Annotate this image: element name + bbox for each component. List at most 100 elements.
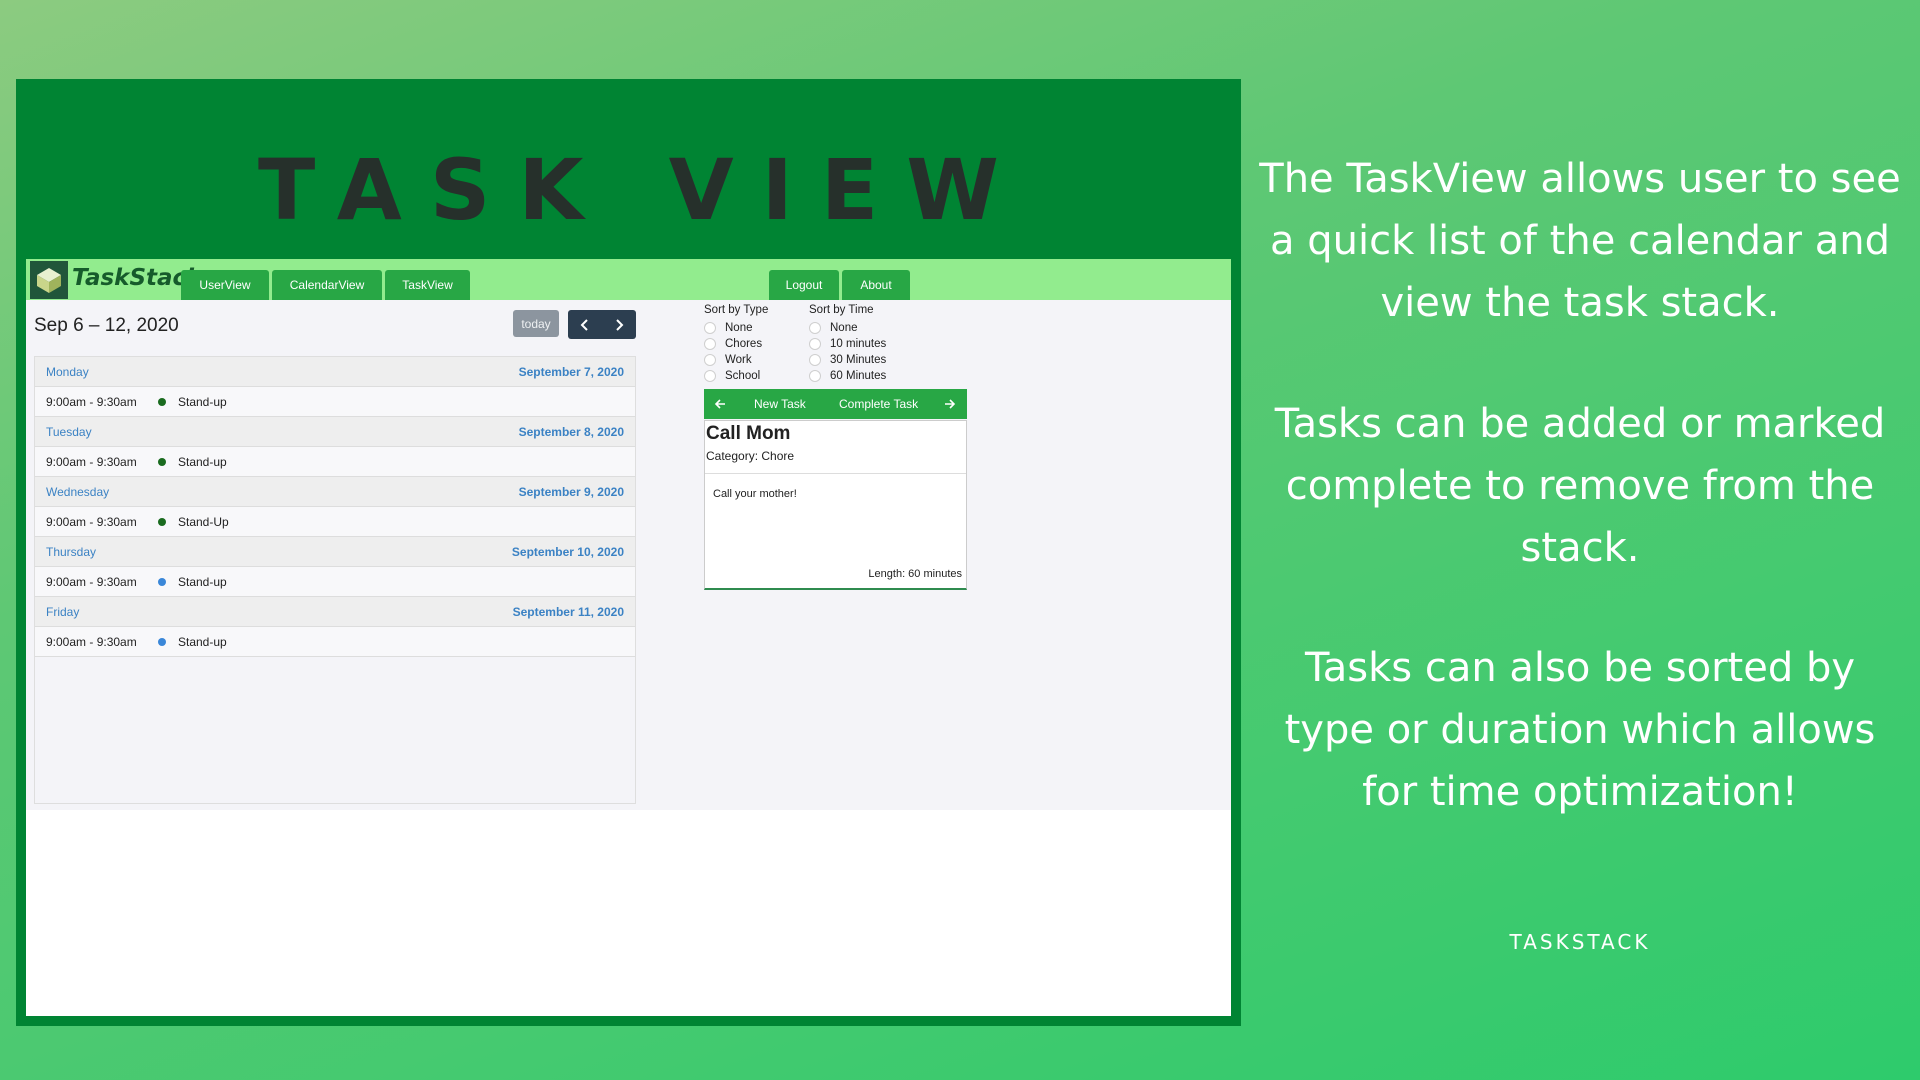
page-title: TASK VIEW: [258, 141, 1027, 239]
radio-label: None: [830, 322, 858, 334]
description-paragraph-2: Tasks can be added or marked complete to…: [1240, 393, 1920, 579]
event-title: Stand-up: [178, 634, 227, 649]
sort-type-option-work[interactable]: Work: [704, 352, 768, 368]
app-content: Sep 6 – 12, 2020 today Monday September …: [26, 300, 1231, 810]
task-controls-bar: New Task Complete Task: [704, 389, 967, 419]
day-name[interactable]: Friday: [46, 604, 80, 619]
text-line: stack.: [1520, 525, 1640, 571]
event-title: Stand-Up: [178, 514, 229, 529]
text-line: complete to remove from the: [1285, 463, 1875, 509]
event-row[interactable]: 9:00am - 9:30am Stand-up: [35, 627, 635, 657]
radio-button[interactable]: [704, 354, 716, 366]
sort-time-option-60[interactable]: 60 Minutes: [809, 368, 886, 384]
tab-taskview[interactable]: TaskView: [385, 270, 470, 300]
radio-label: Work: [725, 354, 752, 366]
arrow-left-icon[interactable]: [714, 389, 726, 419]
event-time: 9:00am - 9:30am: [46, 634, 137, 649]
event-time: 9:00am - 9:30am: [46, 514, 137, 529]
event-title: Stand-up: [178, 454, 227, 469]
sort-by-type-label: Sort by Type: [704, 304, 769, 316]
task-description: Call your mother!: [713, 488, 797, 500]
sort-type-option-chores[interactable]: Chores: [704, 336, 768, 352]
day-header[interactable]: Wednesday September 9, 2020: [35, 477, 635, 507]
event-title: Stand-up: [178, 574, 227, 589]
radio-label: School: [725, 370, 761, 382]
event-time: 9:00am - 9:30am: [46, 454, 137, 469]
day-name[interactable]: Thursday: [46, 544, 97, 559]
task-category: Category: Chore: [706, 449, 795, 463]
day-date[interactable]: September 8, 2020: [518, 424, 624, 439]
sort-type-option-school[interactable]: School: [704, 368, 768, 384]
about-button[interactable]: About: [842, 270, 910, 300]
calendar-list: Monday September 7, 2020 9:00am - 9:30am…: [34, 356, 636, 804]
tab-calendarview[interactable]: CalendarView: [272, 270, 382, 300]
app-brand: TaskStack: [72, 265, 202, 291]
day-header[interactable]: Friday September 11, 2020: [35, 597, 635, 627]
event-dot-icon: [158, 397, 166, 406]
day-name[interactable]: Monday: [46, 364, 89, 379]
description-paragraph-3: Tasks can also be sorted by type or dura…: [1240, 637, 1920, 823]
chevron-right-icon[interactable]: [602, 310, 636, 339]
day-date[interactable]: September 7, 2020: [518, 364, 624, 379]
day-name[interactable]: Wednesday: [46, 484, 110, 499]
task-card: Call Mom Category: Chore Call your mothe…: [704, 420, 967, 590]
event-row[interactable]: 9:00am - 9:30am Stand-Up: [35, 507, 635, 537]
event-row[interactable]: 9:00am - 9:30am Stand-up: [35, 447, 635, 477]
radio-button[interactable]: [704, 338, 716, 350]
day-date[interactable]: September 11, 2020: [512, 604, 624, 619]
text-line: type or duration which allows: [1284, 707, 1876, 753]
sort-by-time-label: Sort by Time: [809, 304, 874, 316]
radio-label: 10 minutes: [830, 338, 887, 350]
screenshot-frame: TASK VIEW TaskStack UserView CalendarVie…: [16, 79, 1241, 1026]
logo-icon: [30, 261, 68, 299]
sort-time-option-10[interactable]: 10 minutes: [809, 336, 886, 352]
radio-button[interactable]: [704, 370, 716, 382]
chevron-left-icon[interactable]: [568, 310, 602, 339]
radio-button[interactable]: [809, 322, 821, 334]
radio-button[interactable]: [809, 370, 821, 382]
app-window: TaskStack UserView CalendarView TaskView…: [26, 259, 1231, 1016]
radio-button[interactable]: [809, 338, 821, 350]
radio-button[interactable]: [809, 354, 821, 366]
radio-label: None: [725, 322, 753, 334]
event-time: 9:00am - 9:30am: [46, 394, 137, 409]
day-header[interactable]: Tuesday September 8, 2020: [35, 417, 635, 447]
new-task-button[interactable]: New Task: [754, 397, 806, 411]
event-dot-icon: [158, 577, 166, 586]
radio-label: Chores: [725, 338, 763, 350]
sort-type-option-none[interactable]: None: [704, 320, 768, 336]
sort-time-option-30[interactable]: 30 Minutes: [809, 352, 886, 368]
today-button[interactable]: today: [513, 310, 559, 337]
day-header[interactable]: Monday September 7, 2020: [35, 357, 635, 387]
day-date[interactable]: September 10, 2020: [511, 544, 624, 559]
logout-button[interactable]: Logout: [769, 270, 839, 300]
event-dot-icon: [158, 517, 166, 526]
app-navbar: TaskStack UserView CalendarView TaskView…: [26, 259, 1231, 300]
complete-task-button[interactable]: Complete Task: [839, 397, 919, 411]
text-line: Tasks can be added or marked: [1274, 401, 1886, 447]
radio-label: 60 Minutes: [830, 370, 887, 382]
sort-by-time-group: Sort by Time None 10 minutes 30 Minutes …: [809, 304, 886, 384]
event-row[interactable]: 9:00am - 9:30am Stand-up: [35, 387, 635, 417]
task-length: Length: 60 minutes: [868, 568, 962, 580]
text-line: a quick list of the calendar and: [1270, 218, 1890, 264]
description-paragraph-1: The TaskView allows user to see a quick …: [1240, 148, 1920, 334]
event-dot-icon: [158, 637, 166, 646]
tab-userview[interactable]: UserView: [181, 270, 269, 300]
radio-button[interactable]: [704, 322, 716, 334]
task-divider: [705, 473, 966, 474]
sort-time-option-none[interactable]: None: [809, 320, 886, 336]
day-header[interactable]: Thursday September 10, 2020: [35, 537, 635, 567]
event-row[interactable]: 9:00am - 9:30am Stand-up: [35, 567, 635, 597]
sort-by-type-group: Sort by Type None Chores Work School: [704, 304, 768, 384]
task-title: Call Mom: [706, 423, 791, 444]
radio-label: 30 Minutes: [830, 354, 887, 366]
footer-brand: TASKSTACK: [1509, 930, 1651, 954]
day-name[interactable]: Tuesday: [46, 424, 92, 439]
text-line: Tasks can also be sorted by: [1304, 645, 1856, 691]
event-time: 9:00am - 9:30am: [46, 574, 137, 589]
day-date[interactable]: September 9, 2020: [518, 484, 624, 499]
arrow-right-icon[interactable]: [944, 389, 956, 419]
event-dot-icon: [158, 457, 166, 466]
calendar-range-title: Sep 6 – 12, 2020: [34, 315, 179, 336]
